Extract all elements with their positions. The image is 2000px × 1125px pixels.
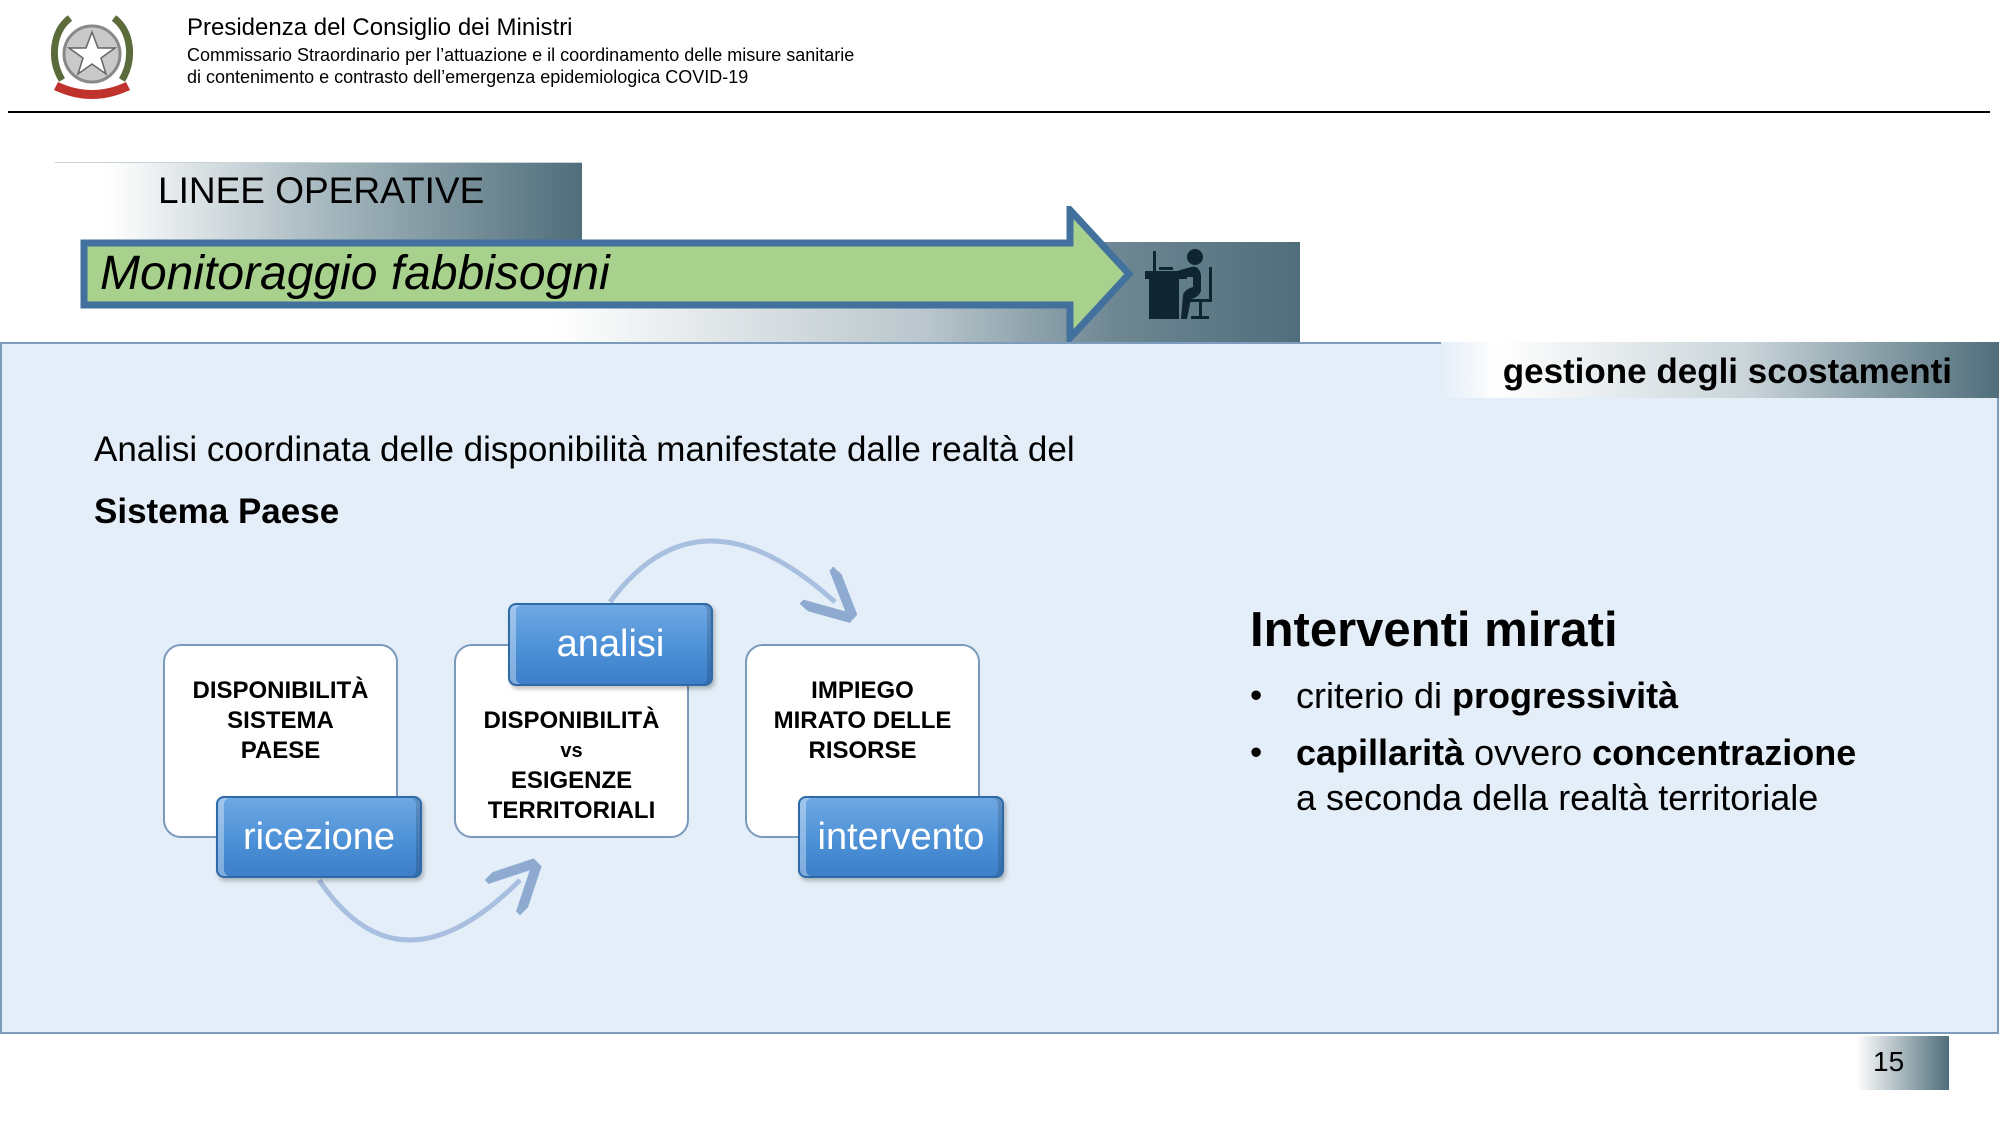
step-text: RISORSE <box>808 737 917 764</box>
arc-arrow-bottom <box>316 880 520 943</box>
step-text: ESIGENZE <box>510 767 633 794</box>
step-text: DISPONIBILITÀ <box>483 707 660 734</box>
section-label: LINEE OPERATIVE <box>158 170 485 211</box>
banner-arrow <box>80 206 1134 342</box>
header-subtitle-line1: Commissario Straordinario per l’attuazio… <box>187 45 855 65</box>
page-number: 15 <box>1873 1046 1905 1077</box>
step-text: DISPONIBILITÀ <box>192 677 369 704</box>
step-text: TERRITORIALI <box>487 797 656 824</box>
interventi-title: Interventi mirati <box>1250 603 1618 657</box>
arc-arrow-top <box>607 538 835 602</box>
intro-text: Analisi coordinata delle disponibilità m… <box>94 430 1075 469</box>
step-label-analisi: analisi <box>508 603 713 686</box>
header-title: Presidenza del Consiglio dei Ministri <box>187 14 573 41</box>
section-label-box <box>55 162 582 242</box>
page-number-box <box>1856 1036 1949 1090</box>
step-text: MIRATO DELLE <box>773 707 952 734</box>
step-label-ricezione: ricezione <box>216 796 422 878</box>
step-label-intervento: intervento <box>798 796 1004 878</box>
bullet-item-1: criterio di progressività <box>1296 675 1679 716</box>
bullet-item-2-line2: a seconda della realtà territoriale <box>1296 777 1819 818</box>
banner-title: Monitoraggio fabbisogni <box>100 247 610 300</box>
header-divider <box>8 111 1990 113</box>
panel-tag-box <box>1441 342 1999 398</box>
header-subtitle-line2: di contenimento e contrasto dell’emergen… <box>187 67 749 87</box>
step-text: SISTEMA <box>227 707 334 734</box>
republic-emblem-logo <box>50 15 134 99</box>
person-at-desk-icon <box>1145 249 1212 319</box>
step-text: PAESE <box>240 737 321 764</box>
intro-text-bold: Sistema Paese <box>94 492 340 531</box>
panel-tag: gestione degli scostamenti <box>1502 352 1952 391</box>
bullet-icon: • <box>1250 676 1263 715</box>
cycle-arrows <box>316 538 1000 943</box>
bullet-icon: • <box>1250 733 1263 772</box>
bullet-item-2: capillarità ovvero concentrazione <box>1296 732 1857 773</box>
step-text: vs <box>560 740 583 762</box>
step-text: IMPIEGO <box>811 677 914 704</box>
